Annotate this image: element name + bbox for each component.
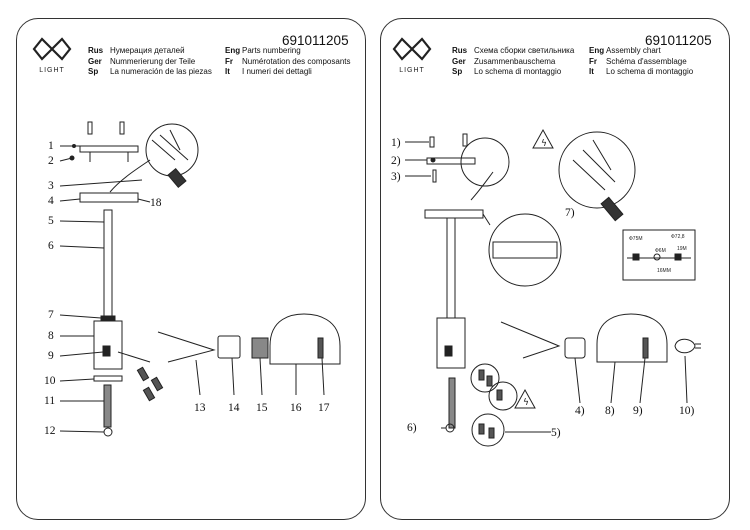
- warning-icon: [514, 388, 536, 409]
- logo-text: LIGHT: [39, 67, 65, 74]
- lower-rod: [448, 377, 456, 429]
- cup: [217, 335, 241, 359]
- screw-anchor-icon: [119, 121, 125, 135]
- step-label: 9): [633, 405, 643, 417]
- page-frame: [380, 18, 730, 520]
- dimension-label: Ф6M: [655, 248, 666, 254]
- lower-rod: [103, 384, 112, 428]
- ring: [251, 337, 269, 359]
- brand-logo: LIGHT: [390, 34, 434, 74]
- logo-text: LIGHT: [399, 67, 425, 74]
- assembly-diagram: ϟ ϟ 1) 2) 3) 4) 5) 6) 7) 8) 9) 10) Ф72,8…: [391, 128, 701, 447]
- terminal-detail-large: [558, 131, 636, 209]
- part-label: 16: [290, 402, 302, 414]
- page-frame: [16, 18, 366, 520]
- canopy-detail: [488, 213, 562, 287]
- part-label: 15: [256, 402, 268, 414]
- part-label: 18: [150, 197, 162, 209]
- lamp-holder-detail: [471, 413, 505, 447]
- part-label: 13: [194, 402, 206, 414]
- step-label: 2): [391, 155, 401, 167]
- part-label: 14: [228, 402, 240, 414]
- warning-icon: [532, 128, 554, 149]
- step-label: 1): [391, 137, 401, 149]
- part-label: 7: [48, 309, 54, 321]
- product-code: 691011205: [282, 33, 349, 48]
- dimension-label: 16MM: [657, 268, 671, 274]
- warning-symbol: ϟ: [523, 398, 529, 408]
- mounting-bracket: [79, 145, 139, 153]
- step-label: 6): [407, 422, 417, 434]
- product-code: 691011205: [645, 33, 712, 48]
- part-label: 8: [48, 330, 54, 342]
- warning-symbol: ϟ: [541, 139, 547, 149]
- logo-icon: [392, 37, 432, 61]
- parts-diagram: 1 2 3 4 5 6 7 8 9 10 11 12 13 14 15 16 1…: [44, 121, 341, 437]
- rod: [446, 217, 456, 319]
- step-label: 4): [575, 405, 585, 417]
- dimension-label: Ф72,8: [671, 234, 685, 240]
- lamp-arm: [157, 331, 216, 363]
- part-label: 10: [44, 375, 56, 387]
- screw-anchor-icon: [87, 121, 93, 135]
- part-label: 5: [48, 215, 54, 227]
- step-label: 3): [391, 171, 401, 183]
- step-label: 10): [679, 405, 695, 417]
- lamp-body: [436, 317, 466, 369]
- part-label: 9: [48, 350, 54, 362]
- cup: [564, 337, 586, 359]
- part-label: 4: [48, 195, 54, 207]
- lamp-body: [93, 320, 123, 370]
- mounting-bracket: [426, 157, 476, 165]
- part-label: 17: [318, 402, 330, 414]
- terminal-detail: [145, 123, 199, 177]
- terminal-detail: [460, 137, 510, 187]
- part-label: 11: [44, 395, 55, 407]
- canopy: [79, 192, 139, 203]
- lamp-shade: [596, 313, 668, 363]
- lamp-shade: [269, 313, 341, 365]
- part-label: 3: [48, 180, 54, 192]
- dimension-label: Ф75M: [629, 236, 643, 242]
- end-cap: [103, 427, 113, 437]
- dimension-detail: [622, 229, 696, 281]
- part-label: 1: [48, 140, 54, 152]
- logo-icon: [32, 37, 72, 61]
- part-label: 6: [48, 240, 54, 252]
- lamp-arm: [500, 321, 561, 359]
- part-label: 12: [44, 425, 56, 437]
- bulb-icon: [674, 338, 696, 354]
- rod: [103, 209, 113, 317]
- screw-anchor-icon: [429, 136, 435, 148]
- dimension-label: 19M: [677, 246, 687, 252]
- canopy: [424, 209, 484, 219]
- step-label: 5): [551, 427, 561, 439]
- part-label: 2: [48, 155, 54, 167]
- step-label: 7): [565, 207, 575, 219]
- screw-anchor-icon: [462, 133, 468, 147]
- brand-logo: LIGHT: [30, 34, 74, 74]
- step-label: 8): [605, 405, 615, 417]
